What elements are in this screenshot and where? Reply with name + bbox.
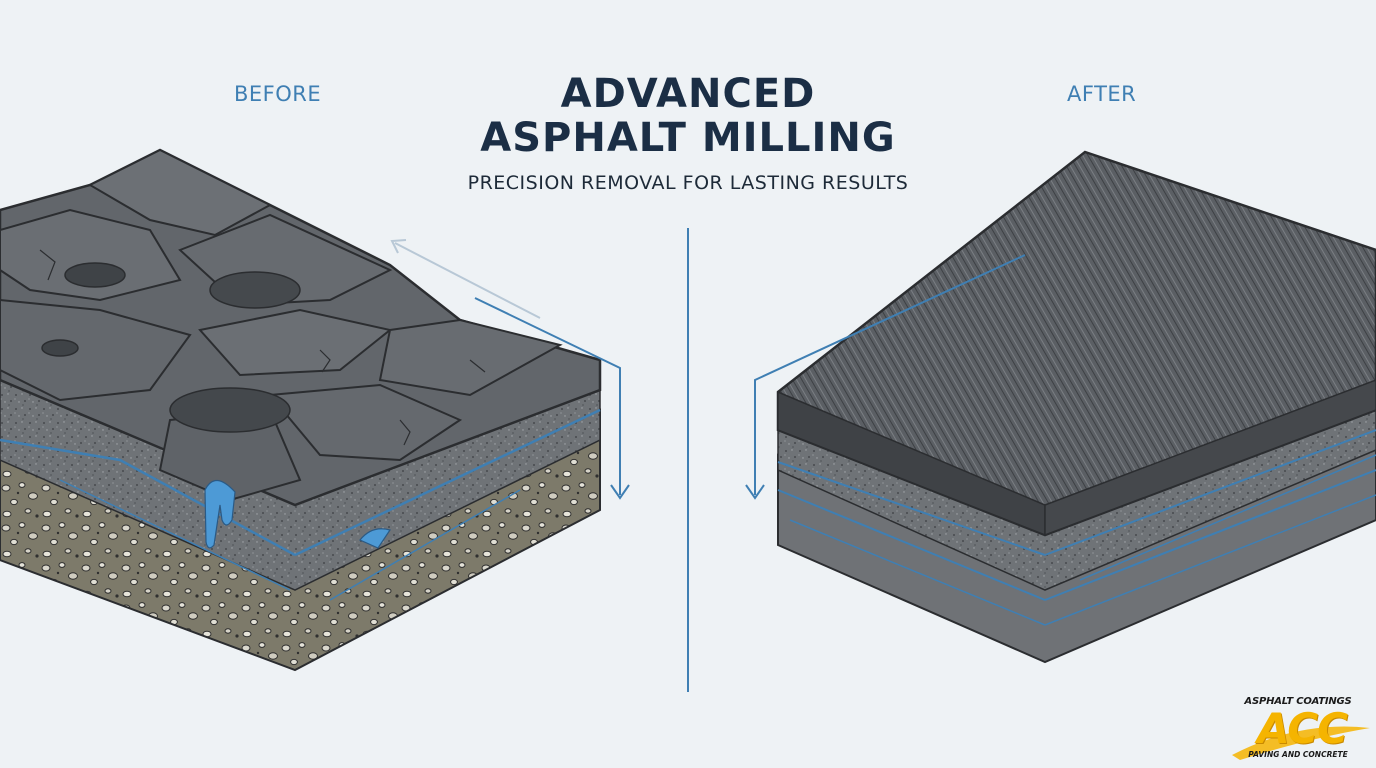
page-title-line1: ADVANCED	[560, 71, 816, 117]
arrow-down-icon	[745, 484, 765, 500]
title-block: ADVANCED ASPHALT MILLING PRECISION REMOV…	[388, 72, 988, 194]
page-subtitle: PRECISION REMOVAL FOR LASTING RESULTS	[467, 172, 909, 194]
arrow-left-icon	[390, 239, 407, 254]
logo-swoosh	[1232, 726, 1370, 760]
page-title-line2: ASPHALT MILLING	[480, 115, 896, 161]
before-arrows	[390, 239, 630, 500]
logo-bottom-text: PAVING AND CONCRETE	[1248, 750, 1348, 759]
before-pavement-block	[0, 148, 602, 672]
before-label: BEFORE	[234, 82, 322, 106]
after-arrow	[745, 254, 1026, 500]
after-pavement-block	[776, 150, 1376, 664]
arrow-down-icon	[610, 484, 630, 500]
logo-mark: ACC	[1257, 704, 1348, 753]
company-logo: ASPHALT COATINGS ACC PAVING AND CONCRETE	[1226, 696, 1370, 762]
logo-top-text: ASPHALT COATINGS	[1244, 696, 1352, 707]
after-label: AFTER	[1067, 82, 1137, 106]
